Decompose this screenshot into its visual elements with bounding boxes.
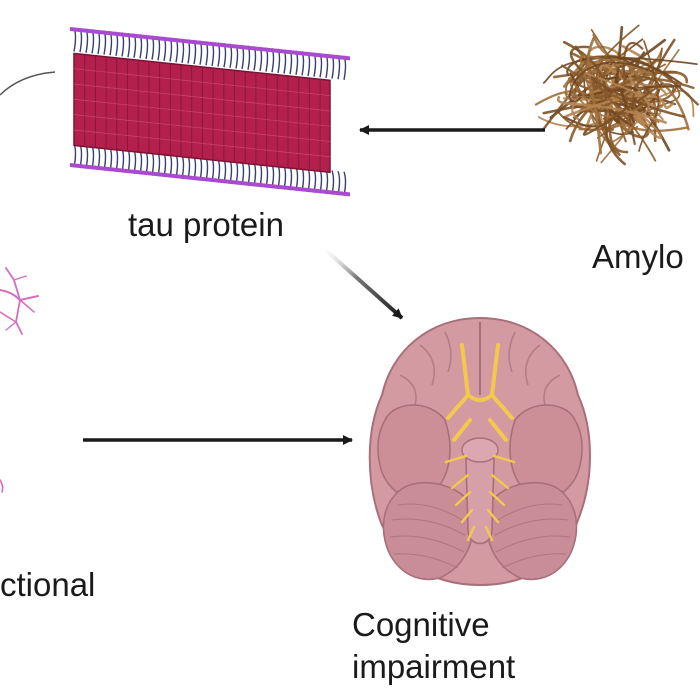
amyloid-label: Amylo	[592, 238, 684, 275]
functional-label: ctional	[0, 566, 96, 603]
thin-curve	[0, 71, 56, 96]
cognitive-label: Cognitive	[352, 606, 490, 643]
brain-underside-icon	[368, 316, 591, 587]
neuron-fragment-icon	[0, 267, 39, 493]
arrow-tau-to-cognitive	[318, 243, 404, 320]
tau-protein-label: tau protein	[128, 206, 284, 243]
amyloid-tangle-icon	[534, 24, 699, 166]
tau-fibril-icon	[70, 27, 350, 197]
impairment-label: impairment	[352, 648, 516, 685]
